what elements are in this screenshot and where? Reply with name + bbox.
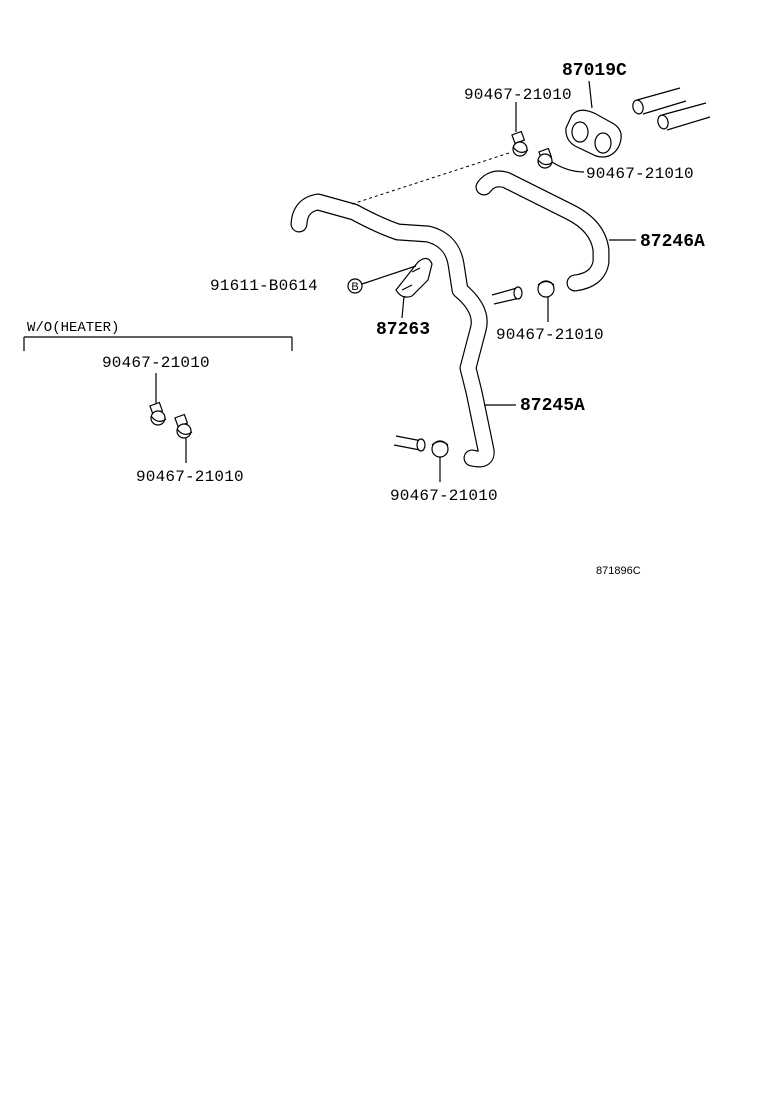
clamp-mid — [537, 280, 555, 322]
wo-heater-bracket — [23, 336, 293, 351]
clamp-bottom — [431, 440, 449, 482]
clamp-top-right — [537, 147, 585, 173]
pipe-stub-bottom — [393, 435, 426, 452]
heater-pipes — [632, 87, 711, 131]
clamp-top-left-label: 90467-21010 — [464, 86, 572, 104]
bolt-label: 91611-B0614 — [210, 277, 318, 295]
lower-hose — [290, 193, 495, 468]
bolt-marker-circle — [347, 278, 363, 294]
grommet-label: 87019C — [562, 61, 627, 81]
connection-dashed-line — [351, 151, 513, 205]
wo-clamp-1 — [149, 373, 167, 426]
lower-hose-label: 87245A — [520, 396, 585, 416]
wo-heater-label: W/O(HEATER) — [27, 320, 119, 336]
clamp-top-left — [511, 102, 529, 157]
wo-clamp-1-label: 90467-21010 — [102, 354, 210, 372]
bracket-part — [395, 257, 433, 319]
clamp-mid-label: 90467-21010 — [496, 326, 604, 344]
clamp-bottom-label: 90467-21010 — [390, 487, 498, 505]
wo-clamp-2-label: 90467-21010 — [136, 468, 244, 486]
bolt-marker-letter: B — [351, 281, 358, 293]
bolt-leader — [361, 265, 417, 285]
figure-code: 871896C — [596, 565, 641, 577]
wo-clamp-2 — [174, 413, 193, 463]
upper-hose — [475, 170, 610, 292]
upper-hose-label: 87246A — [640, 232, 705, 252]
pipe-stub-mid — [491, 286, 523, 305]
clamp-top-right-label: 90467-21010 — [586, 165, 694, 183]
grommet-part — [565, 80, 622, 158]
bracket-label: 87263 — [376, 320, 430, 340]
